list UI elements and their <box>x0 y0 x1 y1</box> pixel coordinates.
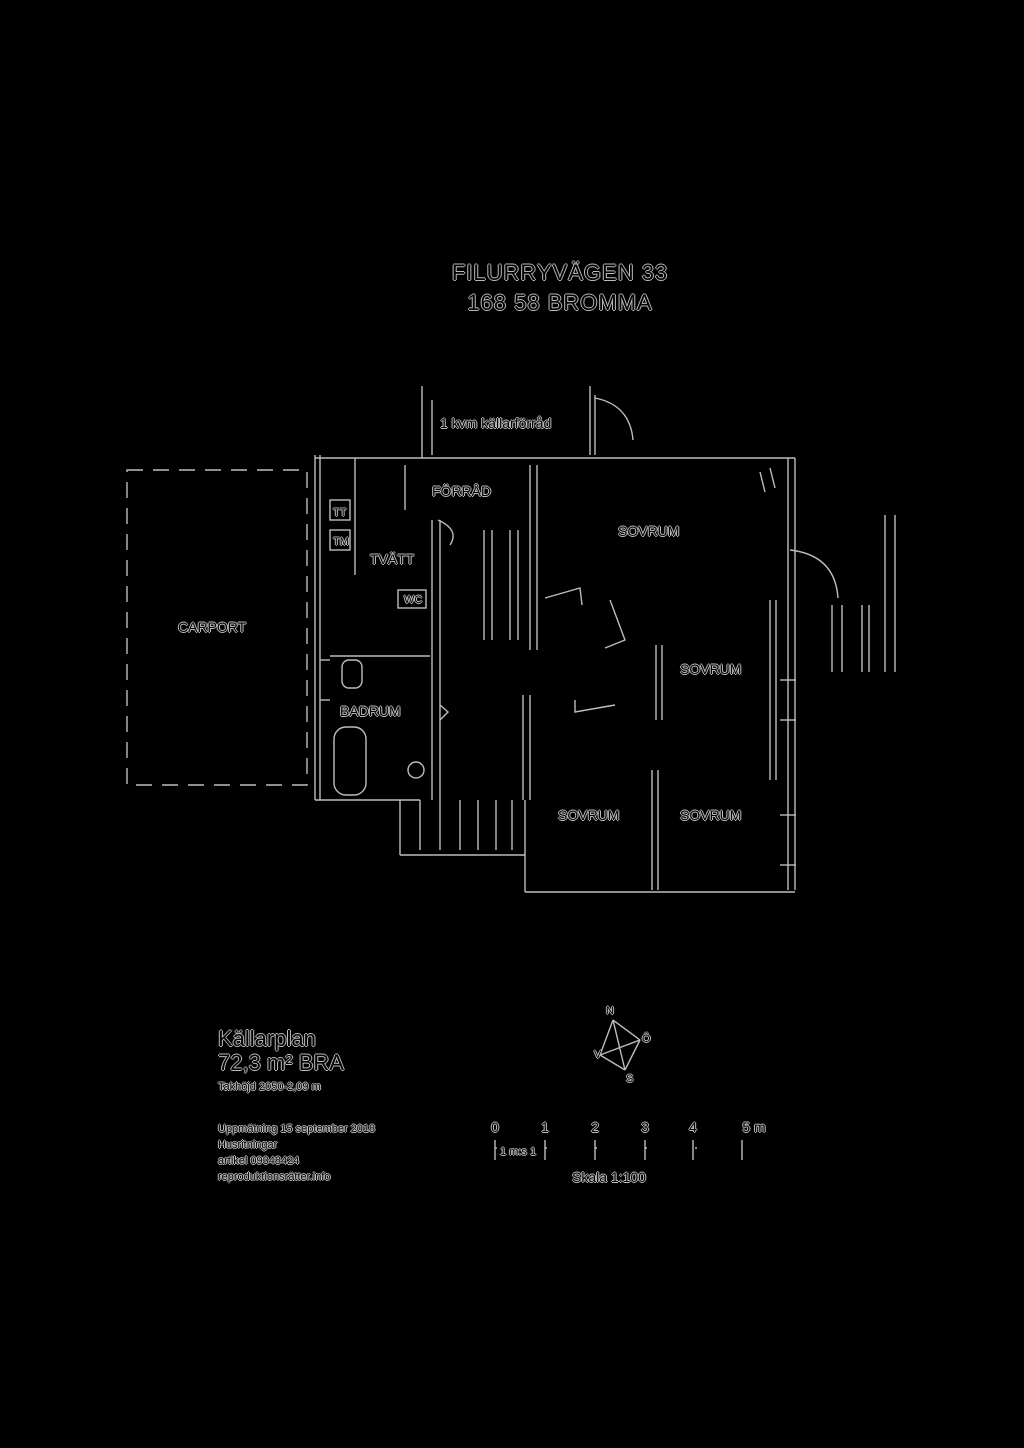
fixture-label-tt: TT <box>333 507 347 519</box>
compass-rose-drawing <box>599 1019 641 1071</box>
room-label-carport: CARPORT <box>178 619 247 635</box>
info-line-3: artikel 09348424 <box>218 1155 300 1167</box>
door-swing-bath <box>439 704 450 721</box>
plan-title: Källarplan <box>218 1026 316 1051</box>
compass-north: N <box>606 1005 614 1017</box>
room-label-bathroom: BADRUM <box>340 703 401 719</box>
carport-outline <box>126 469 308 786</box>
room-label-laundry: TVÄTT <box>370 551 415 567</box>
door-swing-hall <box>437 519 454 546</box>
compass-east: Ö <box>642 1033 651 1045</box>
door-swing-bed2 <box>574 700 616 713</box>
door-swing-storage <box>594 397 634 441</box>
scale-sub-label: 1 m:s 1 <box>500 1146 537 1158</box>
scale-tick-3: 3 <box>641 1119 649 1135</box>
scale-tick-4: 4 <box>689 1119 697 1135</box>
compass-west: V <box>594 1049 602 1061</box>
info-line-2: Husritningar <box>218 1139 278 1151</box>
door-swing-bed <box>604 599 626 649</box>
room-label-bedroom-3: SOVRUM <box>680 807 742 823</box>
fixture-label-wc: WC <box>404 594 423 606</box>
room-label-bedroom-1: SOVRUM <box>680 661 742 677</box>
room-label-bedroom-2: SOVRUM <box>558 807 620 823</box>
address-street: FILURRYVÄGEN 33 <box>451 260 669 285</box>
scale-ratio: Skala 1:100 <box>572 1169 646 1185</box>
info-line-4: reproduktionsrätter.info <box>218 1171 331 1183</box>
staircase <box>419 530 519 850</box>
address-postal: 168 58 BROMMA <box>467 290 653 315</box>
room-label-bedroom-main: SOVRUM <box>618 523 680 539</box>
floor-drain <box>407 761 425 779</box>
plan-ceiling-height: Takhöjd 2050-2,09 m <box>218 1081 321 1093</box>
door-swing-living <box>544 587 583 606</box>
info-line-1: Uppmätning 15 september 2018 <box>218 1123 376 1135</box>
plan-area: 72,3 m² BRA <box>218 1050 344 1075</box>
scale-tick-1: 1 <box>541 1119 549 1135</box>
scale-tick-5: 5 m <box>742 1119 766 1135</box>
washer <box>329 499 351 521</box>
compass-south: S <box>626 1073 634 1085</box>
door-swing-terrace <box>789 549 839 599</box>
toilet <box>341 659 363 689</box>
fixture-label-tm: TM <box>333 536 349 548</box>
scale-bar-drawing <box>494 1140 743 1160</box>
bathtub <box>333 726 367 796</box>
dryer <box>329 529 351 551</box>
scale-tick-2: 2 <box>591 1119 599 1135</box>
room-label-storage: 1 kvm källarförråd <box>440 415 552 431</box>
room-label-hall: FÖRRÅD <box>432 483 492 499</box>
sink <box>397 589 427 609</box>
scale-tick-0: 0 <box>491 1119 499 1135</box>
